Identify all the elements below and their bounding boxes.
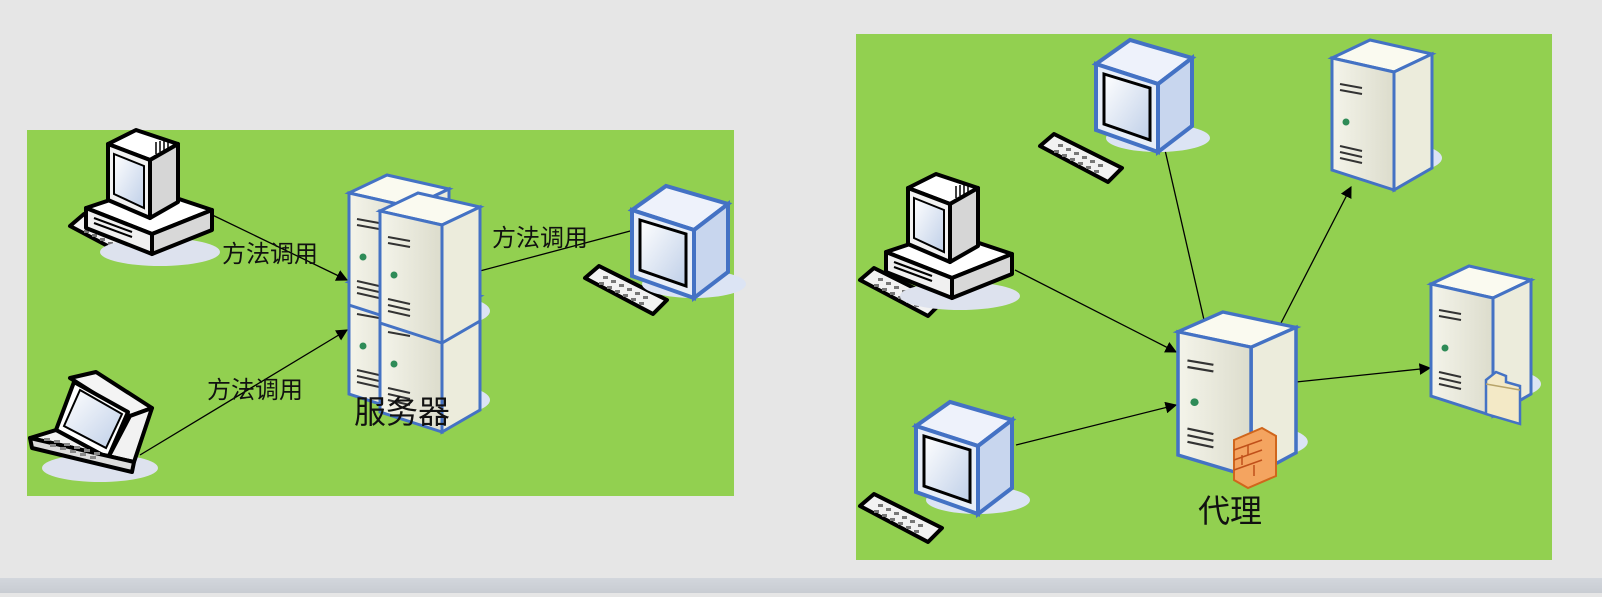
edge-monitor-top-to-proxy bbox=[1164, 149, 1211, 335]
edge-laptop-to-server bbox=[139, 329, 349, 456]
left-edges bbox=[139, 209, 635, 456]
server-tower-icon bbox=[1330, 38, 1444, 192]
edge-pc-to-server bbox=[201, 209, 349, 281]
server-label: 服务器 bbox=[354, 393, 450, 431]
monitor-icon bbox=[1094, 38, 1212, 154]
edge-label-method-call-3: 方法调用 bbox=[492, 224, 588, 252]
edge-pc-to-proxy bbox=[1014, 269, 1178, 353]
edge-proxy-to-file-server bbox=[1295, 363, 1432, 383]
monitor-icon bbox=[914, 400, 1032, 516]
edge-label-method-call-1: 方法调用 bbox=[222, 240, 318, 268]
right-edges bbox=[1014, 149, 1432, 446]
right-server-top bbox=[1330, 38, 1444, 192]
window-bottom-strip bbox=[0, 578, 1602, 593]
edge-proxy-to-server-top bbox=[1279, 185, 1352, 326]
edge-label-method-call-2: 方法调用 bbox=[207, 376, 303, 404]
proxy-label: 代理 bbox=[1198, 492, 1262, 530]
monitor-icon bbox=[630, 184, 748, 300]
proxy-server bbox=[1176, 310, 1310, 490]
server-tower-icon bbox=[378, 191, 492, 345]
firewall-icon bbox=[1233, 426, 1277, 490]
edge-monitor-bottom-to-proxy bbox=[1015, 401, 1178, 446]
edge-terminal-to-server bbox=[459, 229, 635, 279]
